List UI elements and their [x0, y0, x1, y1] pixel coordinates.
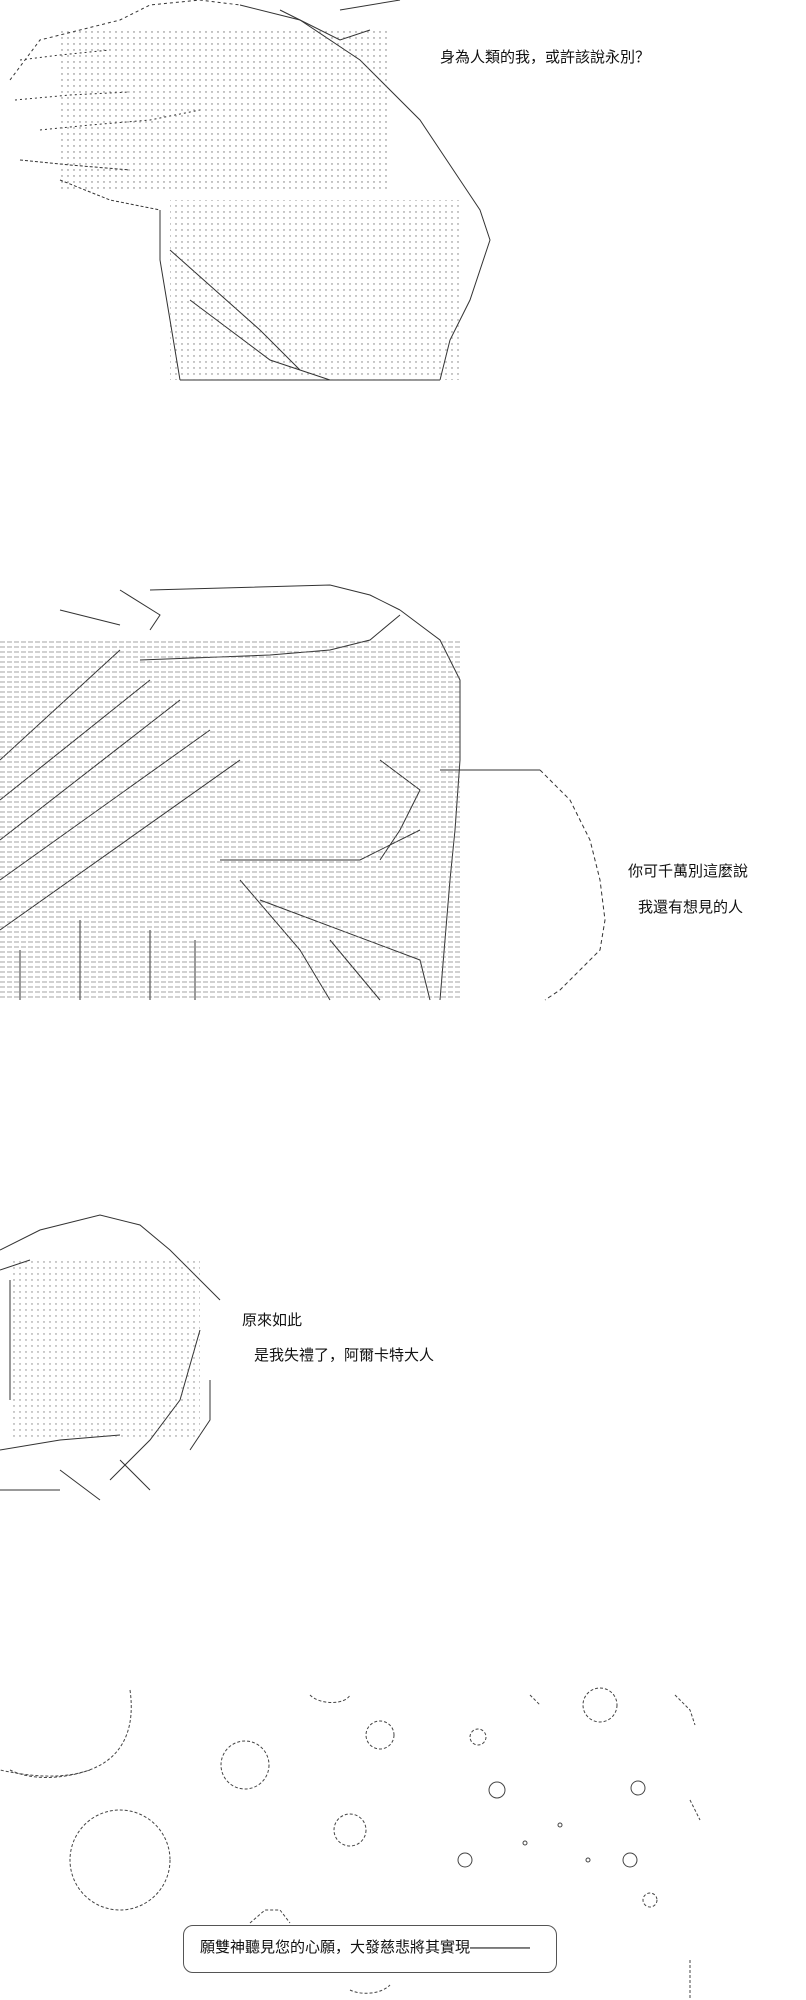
panel-4-speech-bubble: [183, 1925, 557, 1973]
panel-1-texture: [60, 30, 390, 190]
panel-4-bubble-tail: [249, 1909, 291, 1924]
panel-4-bubbles: [0, 1687, 701, 2000]
panel-4-dialogue-line-1: 願雙神聽見您的心願，大發慈悲將其實現――――: [200, 1938, 531, 1956]
panel-1-texture-lower: [170, 200, 460, 380]
panel-3-dialogue-line-2: 是我失禮了，阿爾卡特大人: [254, 1346, 435, 1364]
panel-2-texture: [0, 640, 460, 1000]
panel-3-texture: [10, 1260, 200, 1440]
panel-2-dialogue-line-2: 我還有想見的人: [638, 898, 744, 916]
panel-1-dialogue-line-1: 身為人類的我，或許該說永別？: [440, 48, 651, 66]
panel-2-dialogue-line-1: 你可千萬別這麼說: [628, 862, 749, 880]
panel-3-dialogue-line-1: 原來如此: [242, 1311, 303, 1329]
